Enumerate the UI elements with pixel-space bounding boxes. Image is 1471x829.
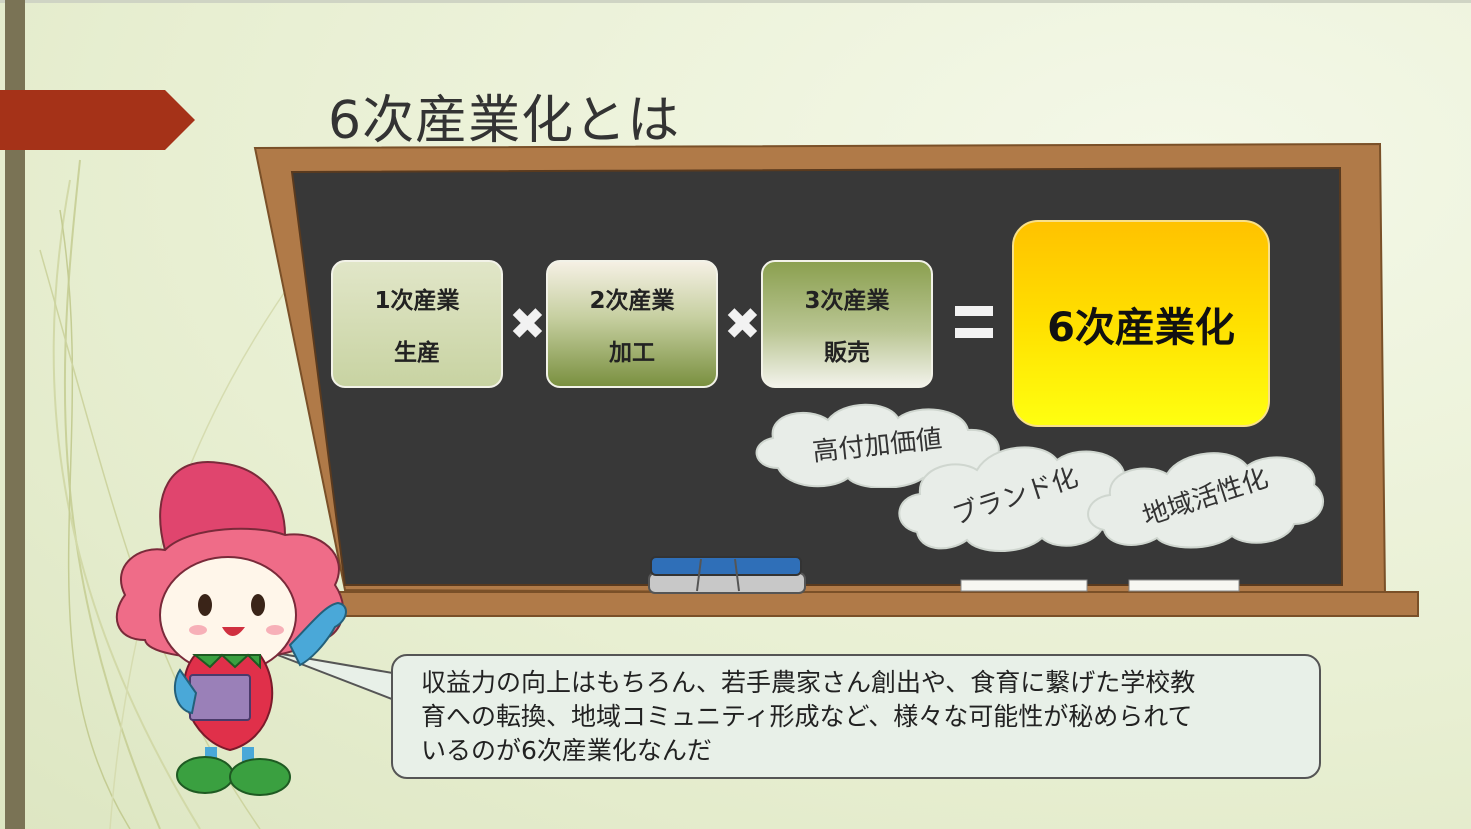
- slide-title: 6次産業化とは: [328, 91, 681, 151]
- multiply-icon: ✖: [509, 299, 546, 350]
- speech-bubble: 収益力の向上はもちろん、若手農家さん創出や、食育に繋げた学校教 育への転換、地域…: [391, 654, 1321, 779]
- eraser-icon: [648, 556, 806, 594]
- secondary-industry-box: 2次産業 加工: [546, 260, 718, 388]
- box-label: 2次産業: [589, 288, 675, 314]
- chalk-icon: [1128, 579, 1240, 592]
- speech-line: いるのが6次産業化なんだ: [421, 736, 712, 765]
- title-tag-arrow: [0, 90, 195, 150]
- senary-industry-box: 6次産業化: [1012, 220, 1270, 427]
- left-accent-bar: [5, 0, 25, 829]
- tertiary-industry-box: 3次産業 販売: [761, 260, 933, 388]
- equals-icon: [955, 306, 993, 340]
- top-border: [0, 0, 1471, 3]
- box-sublabel: 加工: [609, 340, 655, 366]
- multiply-icon: ✖: [724, 299, 761, 350]
- strawberry-mascot-icon: [115, 460, 347, 796]
- speech-line: 育への転換、地域コミュニティ形成など、様々な可能性が秘められて: [421, 702, 1193, 731]
- box-sublabel: 生産: [394, 340, 440, 366]
- cloud-regional-revitalization: 地域活性化: [1082, 440, 1327, 550]
- cloud-icon: [1087, 452, 1325, 549]
- box-sublabel: 販売: [824, 340, 870, 366]
- primary-industry-box: 1次産業 生産: [331, 260, 503, 388]
- box-label: 3次産業: [804, 288, 890, 314]
- chalk-icon: [960, 579, 1088, 592]
- speech-line: 収益力の向上はもちろん、若手農家さん創出や、食育に繋げた学校教: [421, 668, 1196, 697]
- box-label: 1次産業: [374, 288, 460, 314]
